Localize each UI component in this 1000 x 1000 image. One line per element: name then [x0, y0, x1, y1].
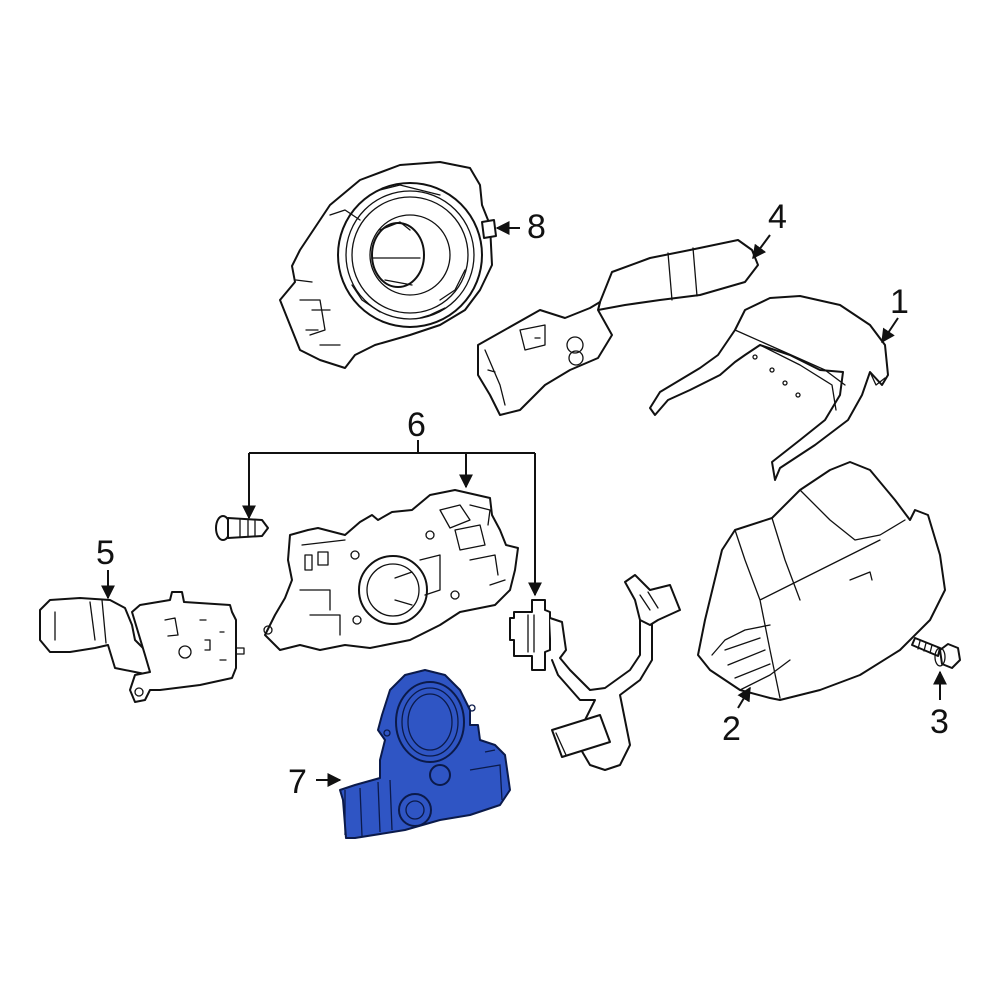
- callout-1: 1: [890, 283, 909, 321]
- callout-2: 2: [722, 710, 741, 748]
- callout-3: 3: [930, 703, 949, 741]
- part-5-turn-signal-switch[interactable]: [39, 570, 245, 703]
- callout-5: 5: [96, 534, 115, 572]
- part-4-wiper-switch[interactable]: [477, 234, 771, 416]
- callout-4: 4: [768, 198, 787, 236]
- callout-8: 8: [527, 208, 546, 246]
- part-2-lower-cover[interactable]: [697, 461, 946, 709]
- part-3-bolt[interactable]: [911, 637, 961, 700]
- part-7-steering-angle-sensor[interactable]: [316, 669, 511, 839]
- part-8-clock-spring[interactable]: [279, 161, 520, 369]
- callout-7: 7: [288, 763, 307, 801]
- callout-6: 6: [407, 406, 426, 444]
- part-6-connector-harness[interactable]: [509, 574, 681, 771]
- part-6-switch-base[interactable]: [215, 440, 542, 651]
- part-1-upper-cover[interactable]: [649, 295, 899, 481]
- part-6-screw[interactable]: [215, 515, 269, 541]
